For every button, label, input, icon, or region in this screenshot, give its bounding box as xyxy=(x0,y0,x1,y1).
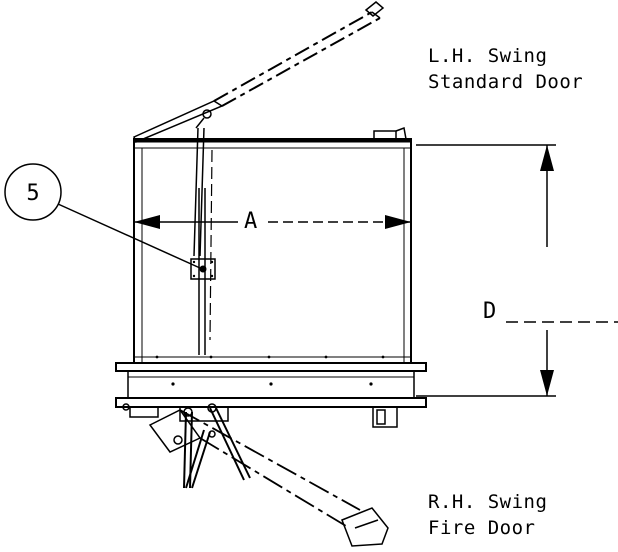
hatch-curb-box xyxy=(133,126,412,364)
lh-swing-label-line1: L.H. Swing xyxy=(428,45,547,67)
mounting-flange xyxy=(115,362,427,428)
dimension-a-label: A xyxy=(244,209,257,234)
rh-fire-door-open xyxy=(148,403,389,547)
dimension-d-label: D xyxy=(483,299,496,324)
rh-swing-label-line2: Fire Door xyxy=(428,517,535,539)
dimension-a xyxy=(134,215,411,229)
item-5-callout xyxy=(4,163,201,269)
rh-swing-label-line1: R.H. Swing xyxy=(428,491,547,513)
lh-swing-label-line2: Standard Door xyxy=(428,71,583,93)
dimension-d xyxy=(416,144,618,397)
item-5-number: 5 xyxy=(26,181,39,206)
item-5-bracket xyxy=(190,258,216,280)
lh-standard-door-open xyxy=(133,1,385,143)
operating-linkage xyxy=(193,127,213,355)
